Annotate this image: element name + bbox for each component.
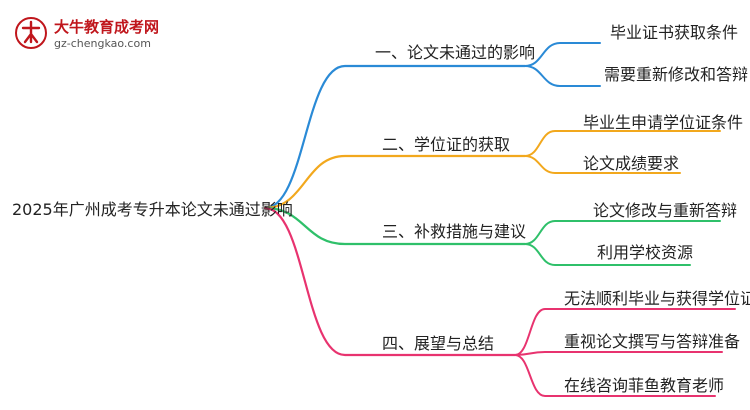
logo-icon xyxy=(15,17,47,49)
branch-4-leaf-1: 无法顺利毕业与获得学位证 xyxy=(564,289,750,308)
branch-2-leaf-2: 论文成绩要求 xyxy=(583,154,680,173)
branch-3-leaf-2-connector xyxy=(524,243,691,266)
branch-4-leaf-3: 在线咨询菲鱼教育老师 xyxy=(564,376,725,395)
branch-3-leaf-1: 论文修改与重新答辩 xyxy=(593,201,738,220)
branch-3-leaf-2: 利用学校资源 xyxy=(597,243,694,262)
branch-2-label: 二、学位证的获取 xyxy=(382,135,511,154)
branch-4-leaf-2: 重视论文撰写与答辩准备 xyxy=(564,332,741,351)
root-topic: 2025年广州成考专升本论文未通过影响 xyxy=(12,200,293,219)
branch-4-leaf-3-connector xyxy=(514,354,716,397)
branch-2-connector xyxy=(263,154,527,210)
logo-site: gz-chengkao.com xyxy=(54,37,151,50)
branch-3-label: 三、补救措施与建议 xyxy=(382,222,527,241)
branch-1-connector xyxy=(263,64,527,210)
branch-4-leaf-1-connector xyxy=(514,308,736,356)
branch-2-leaf-2-connector xyxy=(524,155,681,174)
branch-3-connector xyxy=(263,206,527,246)
branch-4-label: 四、展望与总结 xyxy=(382,334,495,353)
branch-3-leaf-1-connector xyxy=(524,220,721,245)
branch-1-label: 一、论文未通过的影响 xyxy=(375,43,536,62)
logo-name: 大牛教育成考网 xyxy=(54,18,160,36)
branch-4-leaf-2-connector xyxy=(514,351,723,356)
site-logo: 大牛教育成考网 gz-chengkao.com xyxy=(14,14,164,52)
branch-1-leaf-2: 需要重新修改和答辩 xyxy=(604,65,749,84)
branch-4-connector xyxy=(263,206,517,357)
branch-1-leaf-1: 毕业证书获取条件 xyxy=(610,23,739,42)
branch-2-leaf-1-connector xyxy=(524,130,721,157)
branch-1-leaf-2-connector xyxy=(524,65,601,87)
branch-2-leaf-1: 毕业生申请学位证条件 xyxy=(583,113,744,132)
branch-1-leaf-1-connector xyxy=(524,42,601,67)
